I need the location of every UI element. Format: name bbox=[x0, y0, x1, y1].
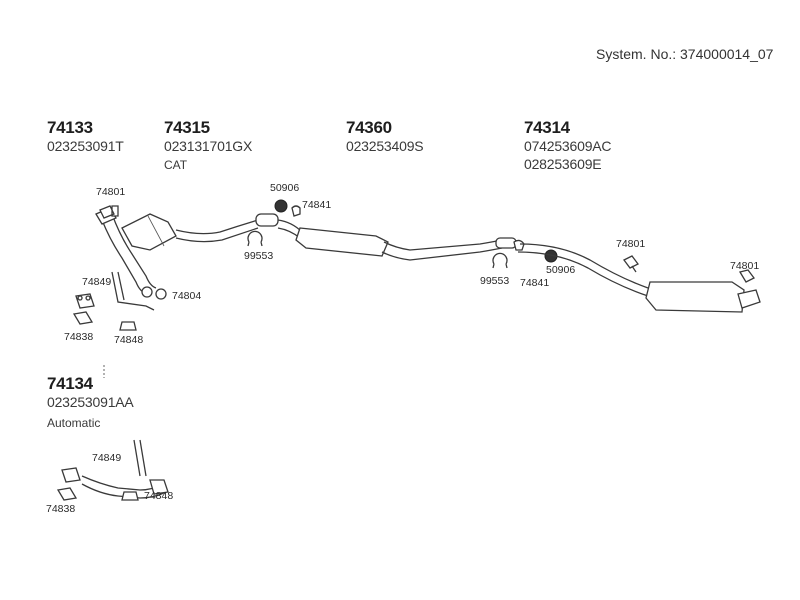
part-code: 023253409S bbox=[346, 138, 424, 154]
gasket-74838 bbox=[72, 311, 94, 325]
tail-pipe bbox=[737, 289, 761, 309]
part-number-74315: 74315 bbox=[164, 118, 210, 137]
flange-gasket bbox=[75, 293, 95, 309]
system-number: System. No.: 374000014_07 bbox=[596, 46, 774, 62]
callout-74838: 74838 bbox=[46, 503, 76, 515]
callout-74838: 74838 bbox=[64, 331, 94, 343]
part-note: Automatic bbox=[47, 416, 101, 430]
cat-outlet-pipe bbox=[175, 219, 259, 243]
part-code: 023253091AA bbox=[47, 394, 134, 410]
gasket-74838 bbox=[56, 487, 78, 501]
callout-99553: 99553 bbox=[244, 250, 274, 262]
rubber-ring-50906 bbox=[274, 199, 288, 213]
callout-74804: 74804 bbox=[172, 290, 202, 302]
clamp-74841 bbox=[291, 205, 301, 217]
mount-74848 bbox=[119, 321, 137, 331]
hanger-74801-rear bbox=[623, 255, 639, 273]
callout-74849: 74849 bbox=[92, 452, 122, 464]
part-code: 023131701GX bbox=[164, 138, 253, 154]
callout-99553: 99553 bbox=[480, 275, 510, 287]
callout-74849: 74849 bbox=[82, 276, 112, 288]
callout-74848: 74848 bbox=[144, 490, 174, 502]
flex-section bbox=[149, 479, 169, 495]
callout-74801: 74801 bbox=[730, 260, 760, 272]
part-code: 028253609E bbox=[524, 156, 602, 172]
automatic-bracket bbox=[133, 439, 147, 477]
flange-gasket bbox=[61, 467, 81, 483]
callout-74801: 74801 bbox=[616, 238, 646, 250]
callout-74841: 74841 bbox=[520, 277, 550, 289]
callout-74801: 74801 bbox=[96, 186, 126, 198]
middle-silencer bbox=[295, 227, 389, 257]
part-code: 023253091T bbox=[47, 138, 124, 154]
clamp-99553 bbox=[247, 230, 263, 247]
rear-silencer bbox=[645, 281, 745, 313]
part-number-74134: 74134 bbox=[47, 374, 93, 393]
long-pipe bbox=[381, 239, 503, 261]
rear-pipe bbox=[517, 243, 649, 297]
part-code: 074253609AC bbox=[524, 138, 612, 154]
mount-74848 bbox=[121, 491, 139, 501]
pipe-clamp bbox=[255, 213, 279, 227]
pipe-clamp bbox=[495, 237, 517, 249]
part-number-74360: 74360 bbox=[346, 118, 392, 137]
bracket-74849 bbox=[111, 271, 155, 311]
callout-50906: 50906 bbox=[546, 264, 576, 276]
clamp-74841 bbox=[513, 239, 525, 251]
callout-74841: 74841 bbox=[302, 199, 332, 211]
hanger-74801-tail bbox=[738, 269, 755, 283]
hanger-74801-front bbox=[99, 205, 119, 219]
callout-50906: 50906 bbox=[270, 182, 300, 194]
part-number-74133: 74133 bbox=[47, 118, 93, 137]
catalytic-converter bbox=[121, 213, 177, 251]
clamp-99553 bbox=[492, 252, 508, 269]
part-number-74314: 74314 bbox=[524, 118, 570, 137]
ring-74804 bbox=[141, 286, 153, 298]
ring-74804 bbox=[155, 288, 167, 300]
callout-74848: 74848 bbox=[114, 334, 144, 346]
part-note: CAT bbox=[164, 158, 188, 172]
